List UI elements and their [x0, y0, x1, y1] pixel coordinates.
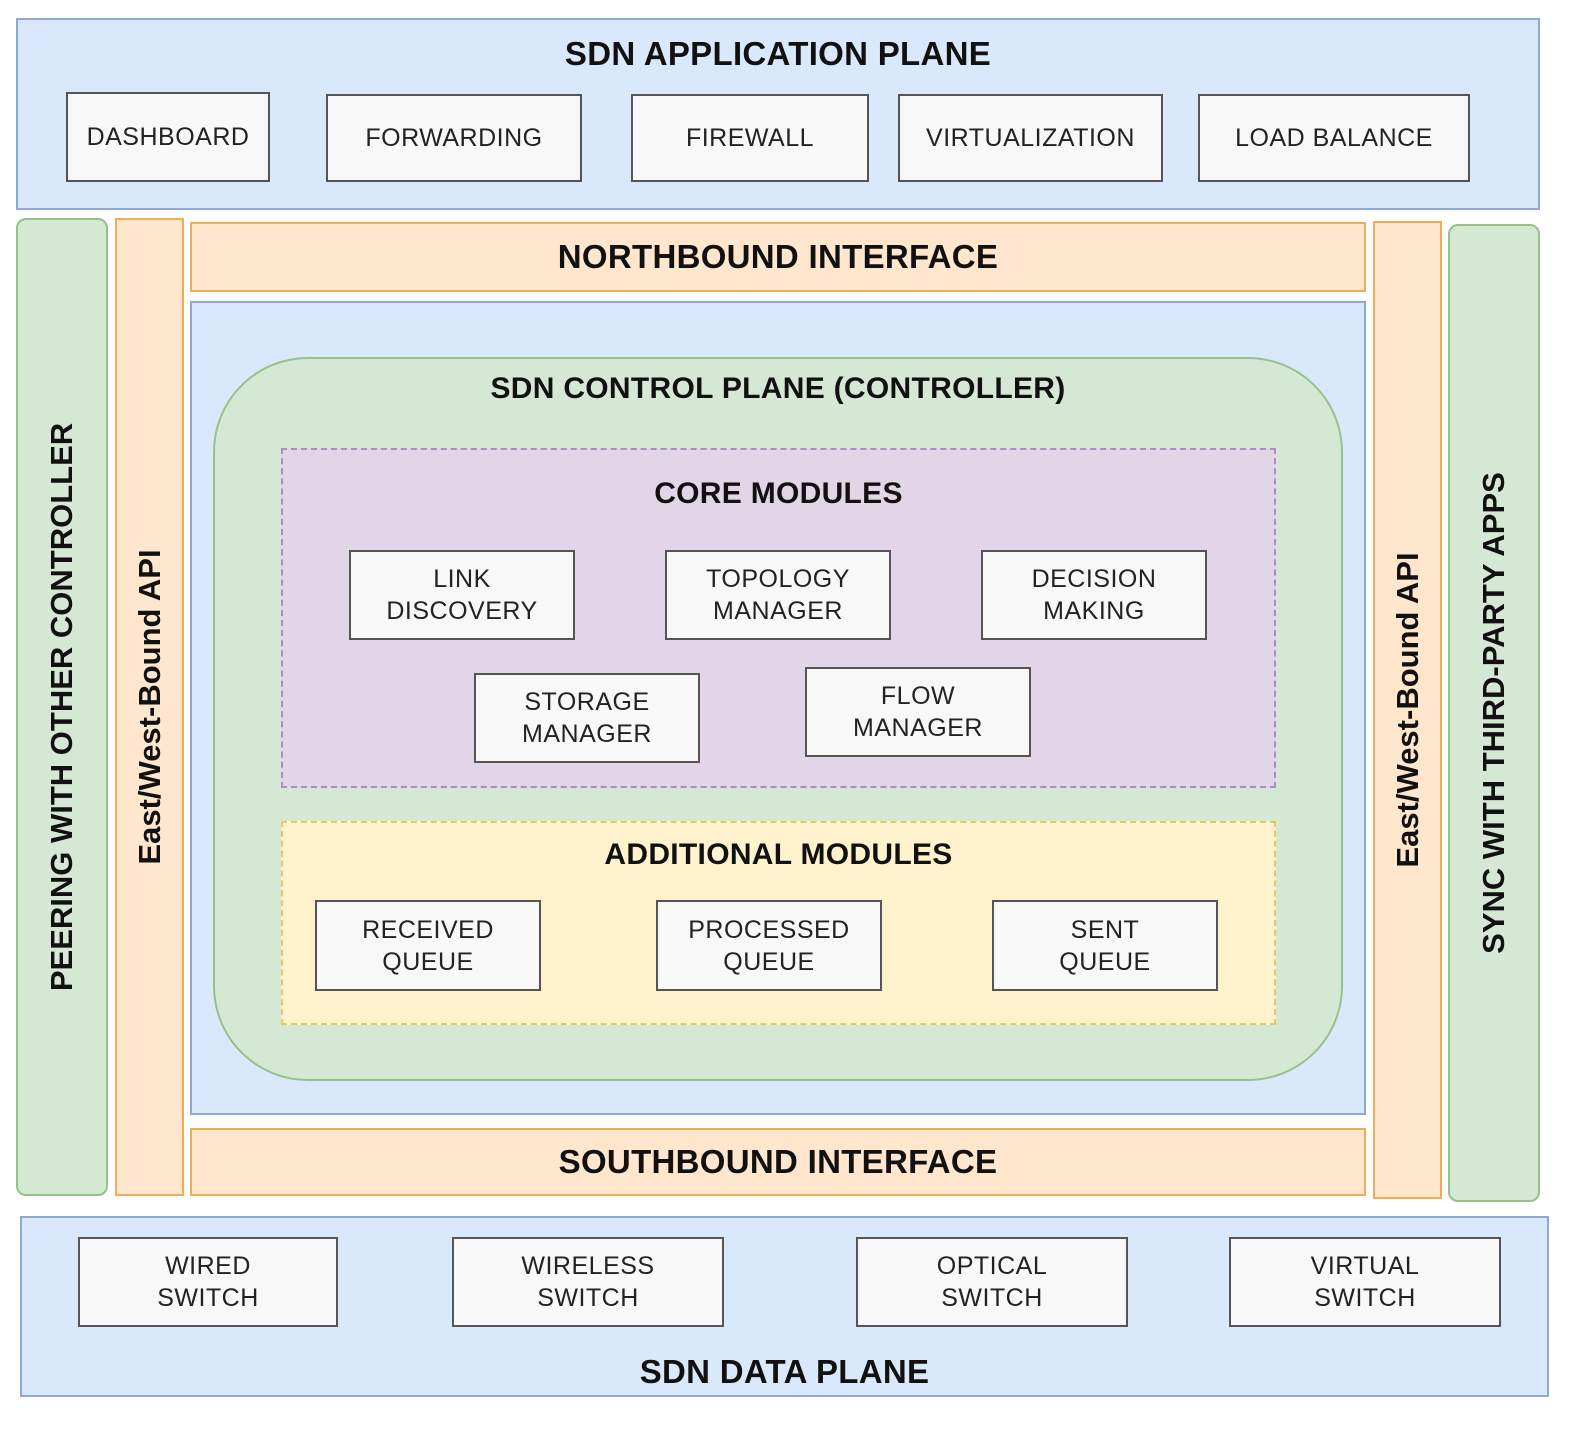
sync-label: SYNC WITH THIRD-PARTY APPS — [1476, 472, 1511, 954]
module-received-queue-label: RECEIVED QUEUE — [362, 915, 494, 976]
peering-panel: PEERING WITH OTHER CONTROLLER — [16, 218, 108, 1196]
left-east-west-api: East/West-Bound API — [115, 218, 184, 1196]
module-processed-queue-label: PROCESSED QUEUE — [688, 915, 850, 976]
app-virtualization[interactable]: VIRTUALIZATION — [898, 94, 1163, 182]
app-dashboard[interactable]: DASHBOARD — [66, 92, 270, 182]
switch-optical[interactable]: OPTICAL SWITCH — [856, 1237, 1128, 1327]
southbound-label: SOUTHBOUND INTERFACE — [558, 1143, 998, 1180]
module-link-discovery[interactable]: LINK DISCOVERY — [349, 550, 575, 640]
data-plane-title: SDN DATA PLANE — [639, 1353, 930, 1390]
module-processed-queue[interactable]: PROCESSED QUEUE — [656, 900, 882, 991]
app-load-balance-label: LOAD BALANCE — [1235, 124, 1433, 152]
app-dashboard-label: DASHBOARD — [86, 123, 250, 151]
northbound-interface: NORTHBOUND INTERFACE — [190, 222, 1366, 292]
left-east-west-api-label: East/West-Bound API — [131, 549, 167, 865]
app-firewall[interactable]: FIREWALL — [631, 94, 869, 182]
switch-wired[interactable]: WIRED SWITCH — [78, 1237, 338, 1327]
app-forwarding-label: FORWARDING — [365, 124, 543, 152]
module-sent-queue-label: SENT QUEUE — [1059, 915, 1151, 976]
additional-modules-title: ADDITIONAL MODULES — [604, 838, 953, 871]
module-decision-making[interactable]: DECISION MAKING — [981, 550, 1207, 640]
module-storage-manager-label: STORAGE MANAGER — [522, 688, 652, 748]
northbound-label: NORTHBOUND INTERFACE — [557, 238, 999, 275]
app-firewall-label: FIREWALL — [685, 124, 815, 152]
app-forwarding[interactable]: FORWARDING — [326, 94, 582, 182]
module-flow-manager-label: FLOW MANAGER — [853, 682, 983, 742]
module-topology-manager[interactable]: TOPOLOGY MANAGER — [665, 550, 891, 640]
switch-wired-label: WIRED SWITCH — [157, 1252, 259, 1312]
control-plane-title: SDN CONTROL PLANE (CONTROLLER) — [490, 372, 1066, 405]
switch-wireless-label: WIRELESS SWITCH — [521, 1252, 655, 1312]
core-modules-title: CORE MODULES — [654, 477, 903, 510]
app-load-balance[interactable]: LOAD BALANCE — [1198, 94, 1470, 182]
switch-virtual-label: VIRTUAL SWITCH — [1310, 1252, 1420, 1312]
module-received-queue[interactable]: RECEIVED QUEUE — [315, 900, 541, 991]
peering-label: PEERING WITH OTHER CONTROLLER — [44, 422, 79, 992]
module-link-discovery-label: LINK DISCOVERY — [386, 565, 538, 625]
switch-optical-label: OPTICAL SWITCH — [936, 1252, 1048, 1312]
switch-virtual[interactable]: VIRTUAL SWITCH — [1229, 1237, 1501, 1327]
application-plane-title: SDN APPLICATION PLANE — [564, 35, 992, 72]
module-sent-queue[interactable]: SENT QUEUE — [992, 900, 1218, 991]
right-east-west-api: East/West-Bound API — [1373, 221, 1442, 1199]
module-flow-manager[interactable]: FLOW MANAGER — [805, 667, 1031, 757]
module-topology-manager-label: TOPOLOGY MANAGER — [706, 565, 850, 625]
app-virtualization-label: VIRTUALIZATION — [926, 124, 1135, 152]
switch-wireless[interactable]: WIRELESS SWITCH — [452, 1237, 724, 1327]
southbound-interface: SOUTHBOUND INTERFACE — [190, 1128, 1366, 1196]
module-storage-manager[interactable]: STORAGE MANAGER — [474, 673, 700, 763]
module-decision-making-label: DECISION MAKING — [1031, 565, 1157, 625]
sync-panel: SYNC WITH THIRD-PARTY APPS — [1448, 224, 1540, 1202]
right-east-west-api-label: East/West-Bound API — [1389, 552, 1425, 868]
